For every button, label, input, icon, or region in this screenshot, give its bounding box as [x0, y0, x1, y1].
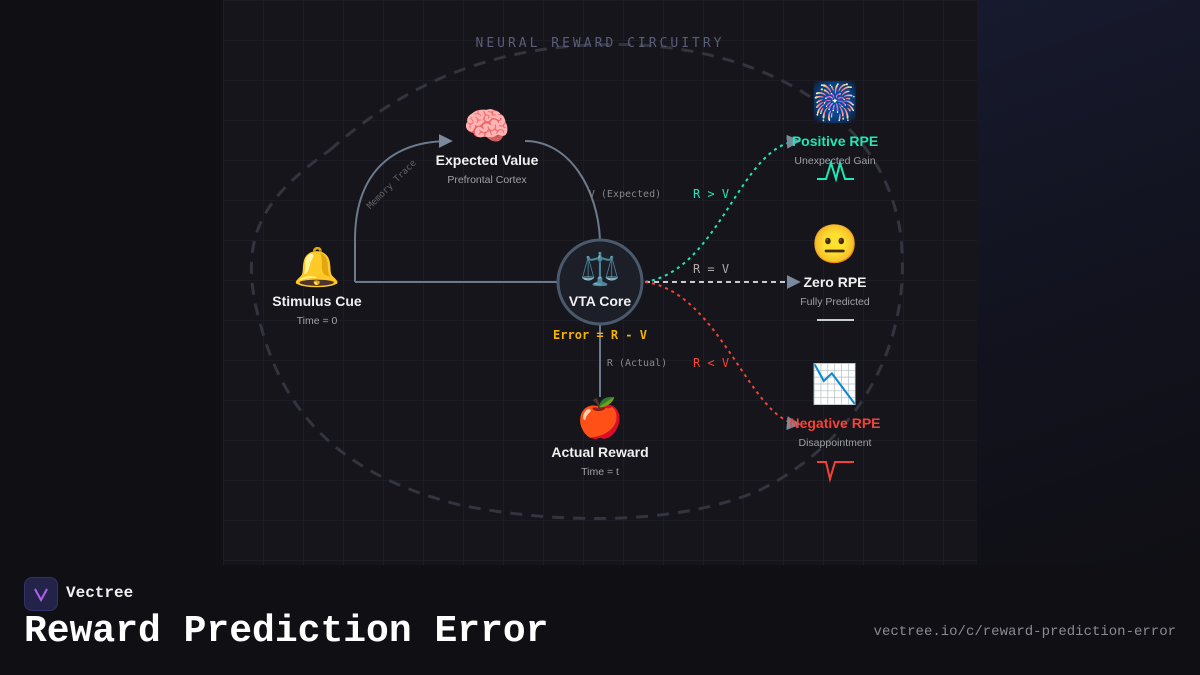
brand-name: Vectree	[66, 584, 134, 602]
stimulus-title: Stimulus Cue	[272, 293, 362, 309]
positive-spike-icon	[817, 159, 854, 183]
expected-title: Expected Value	[435, 152, 539, 168]
reward-title: Actual Reward	[551, 444, 649, 460]
less-label: R < V	[692, 356, 730, 370]
negative-subtitle: Disappointment	[798, 437, 872, 449]
neutral-face-icon: 😐	[811, 224, 859, 266]
positive-subtitle: Unexpected Gain	[794, 155, 876, 167]
balance-scale-icon: ⚖️	[580, 251, 620, 287]
brain-icon: 🧠	[463, 106, 511, 148]
error-formula: Error = R - V	[553, 328, 647, 342]
background-gradient	[977, 0, 1200, 565]
diagram-title: NEURAL REWARD CIRCUITRY	[475, 36, 725, 51]
bell-icon: 🔔	[293, 247, 341, 289]
negative-dip-icon	[817, 461, 854, 483]
expected-subtitle: Prefrontal Cortex	[447, 174, 527, 186]
stimulus-subtitle: Time = 0	[296, 315, 338, 327]
edge-positive	[644, 134, 801, 283]
zero-title: Zero RPE	[803, 274, 867, 290]
apple-icon: 🍎	[576, 398, 624, 440]
logo-icon	[34, 588, 48, 603]
chart-decreasing-icon: 📉	[811, 364, 859, 406]
vta-core-circle	[556, 238, 644, 326]
positive-title: Positive RPE	[791, 133, 879, 149]
edge-negative	[644, 281, 801, 431]
actual-edge-label: R (Actual)	[606, 358, 668, 369]
vta-title: VTA Core	[568, 293, 632, 309]
reward-subtitle: Time = t	[581, 466, 619, 478]
boundary-blob	[249, 43, 904, 520]
edge-memory-trace	[354, 134, 453, 282]
vectree-logo	[24, 577, 58, 611]
greater-label: R > V	[692, 187, 730, 201]
page-title: Reward Prediction Error	[24, 610, 549, 653]
zero-subtitle: Fully Predicted	[800, 296, 870, 308]
equal-label: R = V	[692, 262, 730, 276]
expected-edge-label: V (Expected)	[588, 189, 662, 200]
edge-expected-vta	[524, 140, 601, 241]
fireworks-icon: 🎆	[811, 82, 859, 124]
negative-title: Negative RPE	[789, 415, 881, 431]
page-url[interactable]: vectree.io/c/reward-prediction-error	[873, 624, 1176, 640]
